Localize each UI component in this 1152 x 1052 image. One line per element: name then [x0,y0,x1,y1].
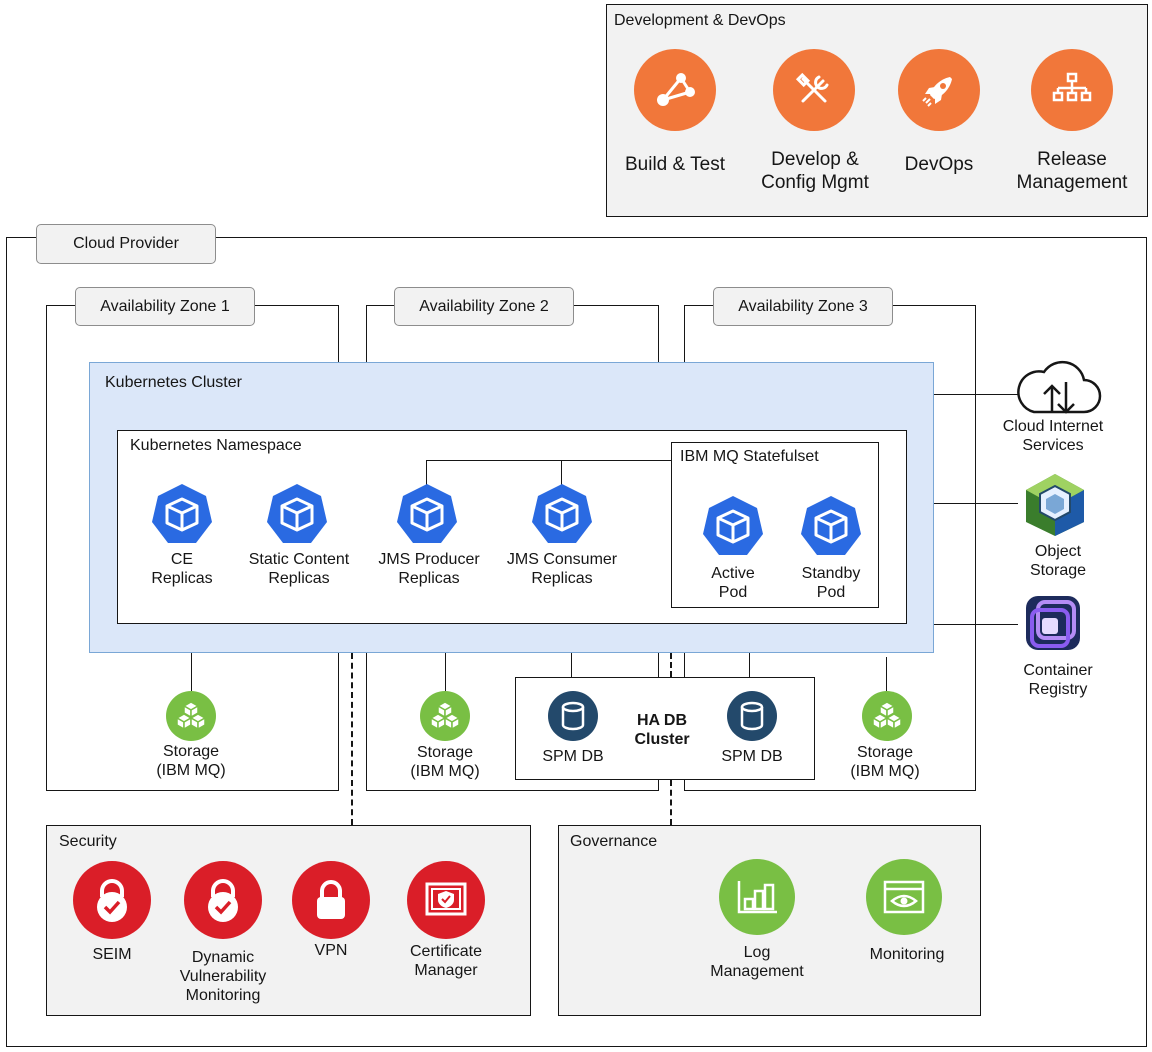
object-storage-label: Object Storage [1029,543,1087,579]
availability-zone-1-tab: Availability Zone 1 [75,287,255,326]
jms-connector [426,460,672,461]
build-test-label: Build & Test [625,154,725,175]
jms-consumer-replicas-label: JMS Consumer Replicas [506,551,618,587]
storage-1-label: Storage (IBM MQ) [156,743,226,779]
standby-pod-label: Standby Pod [801,565,861,601]
spm-db-2-icon [727,691,777,741]
storage-1-icon [166,691,216,741]
spm-db-1-label: SPM DB [542,748,604,765]
cloud-provider-frame [6,237,1147,1047]
cloud-provider-tab: Cloud Provider [36,224,216,264]
storage-2-connector [445,653,446,691]
build-test-icon [634,49,716,131]
cloud-internet-services-label: Cloud Internet Services [1002,418,1104,454]
container-registry-icon [1020,590,1086,656]
vulnerability-icon [184,861,262,939]
spm-db-2-label: SPM DB [721,748,783,765]
storage-3-label: Storage (IBM MQ) [850,744,920,780]
log-management-label: Log Management [710,944,804,980]
storage-1-connector [191,653,192,691]
seim-icon [73,861,151,939]
object-storage-connector [934,503,1018,504]
container-registry-label: Container Registry [1023,662,1093,698]
standby-pod-icon [798,494,864,560]
hierarchy-icon [1031,49,1113,131]
devops-title: Development & DevOps [614,12,786,29]
security-dashed-connector [351,653,353,825]
devops-label: DevOps [904,154,974,175]
static-content-replicas-icon [264,482,330,548]
active-pod-label: Active Pod [711,565,755,601]
vpn-label: VPN [314,942,348,959]
ha-db-cluster-title: HA DB Cluster [634,712,690,748]
availability-zone-2-tab: Availability Zone 2 [394,287,574,326]
jms-consumer-drop [561,460,562,486]
ibm-mq-statefulset-title: IBM MQ Statefulset [680,448,819,465]
kubernetes-namespace-title: Kubernetes Namespace [130,437,302,454]
certificate-manager-label: Certificate Manager [409,943,483,979]
governance-dashed-connector-b [670,780,672,825]
ce-replicas-icon [149,482,215,548]
storage-2-label: Storage (IBM MQ) [410,744,480,780]
db-connector-right [749,653,750,677]
governance-dashed-connector-a [670,653,672,677]
jms-producer-replicas-label: JMS Producer Replicas [378,551,480,587]
monitoring-icon [866,859,942,935]
release-management-label: Release Management [1016,149,1128,193]
static-content-replicas-label: Static Content Replicas [248,551,350,587]
spm-db-1-icon [548,691,598,741]
governance-title: Governance [570,833,658,850]
storage-3-icon [862,691,912,741]
availability-zone-3-tab: Availability Zone 3 [713,287,893,326]
vulnerability-label: Dynamic Vulnerability Monitoring [179,949,267,1004]
vpn-lock-icon [292,861,370,939]
cis-connector [934,394,1018,395]
seim-label: SEIM [92,946,132,963]
log-management-icon [719,859,795,935]
rocket-icon [898,49,980,131]
storage-3-connector [886,657,887,691]
monitoring-label: Monitoring [869,946,945,963]
registry-connector [934,624,1018,625]
jms-producer-replicas-icon [394,482,460,548]
kubernetes-cluster-title: Kubernetes Cluster [105,374,242,391]
ce-replicas-label: CE Replicas [151,551,213,587]
active-pod-icon [700,494,766,560]
storage-2-icon [420,691,470,741]
cloud-internet-services-icon [1014,358,1102,416]
object-storage-icon [1022,472,1088,538]
tools-icon [773,49,855,131]
db-connector-left [571,653,572,677]
certificate-manager-icon [407,861,485,939]
jms-consumer-replicas-icon [529,482,595,548]
jms-producer-drop [426,460,427,486]
security-title: Security [59,833,117,850]
develop-config-label: Develop & Config Mgmt [761,149,869,193]
